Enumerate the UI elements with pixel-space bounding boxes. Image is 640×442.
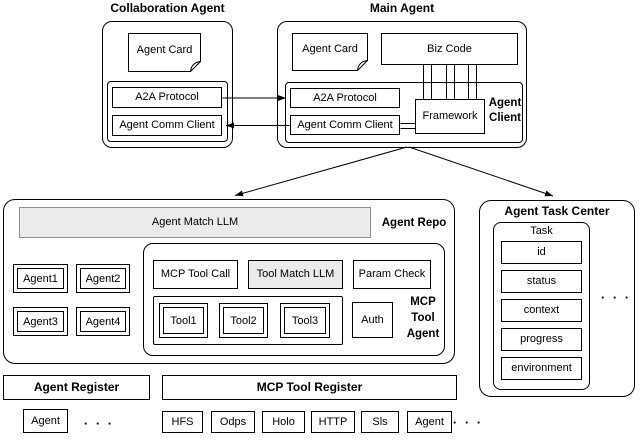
tool2-label: Tool2: [223, 307, 264, 334]
task-field-context: context: [501, 299, 582, 322]
register-odps-chip: Odps: [211, 411, 255, 433]
mcp-tool-call-box: MCP Tool Call: [153, 260, 238, 289]
register-agent2-chip: Agent: [407, 411, 452, 433]
agent4-label: Agent4: [80, 311, 126, 332]
agent3-chip: Agent3: [13, 307, 68, 336]
agent1-label: Agent1: [17, 268, 64, 289]
agent-match-llm-box: Agent Match LLM: [19, 207, 371, 238]
main-agent-comm-client-box: Agent Comm Client: [290, 115, 400, 135]
main-agent-card-label: Agent Card: [302, 43, 358, 56]
agent1-chip: Agent1: [13, 264, 68, 293]
task-field-id: id: [501, 241, 582, 264]
mcp-tool-register-header: MCP Tool Register: [162, 375, 457, 400]
main-agent-title: Main Agent: [369, 1, 435, 15]
mcp-tool-agent-label: MCP Tool Agent: [398, 294, 448, 342]
mcp-tool-agent-label-line1: MCP: [410, 296, 436, 308]
agent-client-label-line1: Agent: [488, 97, 522, 109]
agent-client-label: Agent Client: [486, 96, 524, 126]
collaboration-agent-title: Collaboration Agent: [110, 1, 225, 15]
agent2-label: Agent2: [80, 268, 126, 289]
note-shape-icon: [292, 33, 368, 71]
task-field-progress: progress: [501, 328, 582, 351]
collab-agent-comm-client-box: Agent Comm Client: [112, 115, 222, 136]
register-agent-chip: Agent: [23, 409, 68, 433]
register-http-chip: HTTP: [311, 411, 355, 433]
agent-task-center-title: Agent Task Center: [504, 204, 610, 218]
task-ellipsis: · · ·: [600, 289, 632, 305]
tool3-label: Tool3: [284, 307, 326, 334]
agent-repo-label: Agent Repo: [381, 217, 447, 229]
arrow-main-to-agent-repo: [234, 146, 408, 197]
agent-register-ellipsis: · · ·: [83, 415, 115, 431]
main-agent-card-note: Agent Card: [292, 33, 368, 71]
agent4-chip: Agent4: [76, 307, 130, 336]
agent3-label: Agent3: [17, 311, 64, 332]
collab-agent-card-note: Agent Card: [128, 33, 201, 72]
main-a2a-protocol-box: A2A Protocol: [290, 88, 400, 108]
task-label: Task: [530, 225, 553, 237]
mcp-tool-agent-label-line2: Tool: [411, 312, 435, 324]
tool1-label: Tool1: [163, 307, 204, 334]
tool-match-llm-box: Tool Match LLM: [248, 260, 343, 289]
note-shape-icon: [128, 33, 201, 72]
collab-a2a-protocol-box: A2A Protocol: [112, 87, 222, 108]
agent-client-label-line2: Client: [489, 112, 521, 124]
task-field-environment: environment: [501, 357, 582, 380]
param-check-box: Param Check: [353, 260, 431, 289]
biz-code-box: Biz Code: [381, 33, 518, 65]
agent2-chip: Agent2: [76, 264, 130, 293]
register-hfs-chip: HFS: [162, 411, 203, 433]
framework-box: Framework: [415, 99, 485, 134]
register-sls-chip: Sls: [361, 411, 399, 433]
agent-register-header: Agent Register: [3, 375, 150, 400]
task-field-status: status: [501, 270, 582, 293]
mcp-register-ellipsis: · · ·: [452, 414, 484, 430]
tool1-chip: Tool1: [159, 303, 208, 338]
auth-box: Auth: [352, 302, 393, 338]
tool3-chip: Tool3: [280, 303, 330, 338]
tool2-chip: Tool2: [219, 303, 268, 338]
mcp-tool-agent-label-line3: Agent: [406, 328, 440, 340]
register-holo-chip: Holo: [262, 411, 305, 433]
collab-agent-card-label: Agent Card: [136, 43, 193, 56]
arrow-main-to-task-center: [408, 146, 554, 197]
